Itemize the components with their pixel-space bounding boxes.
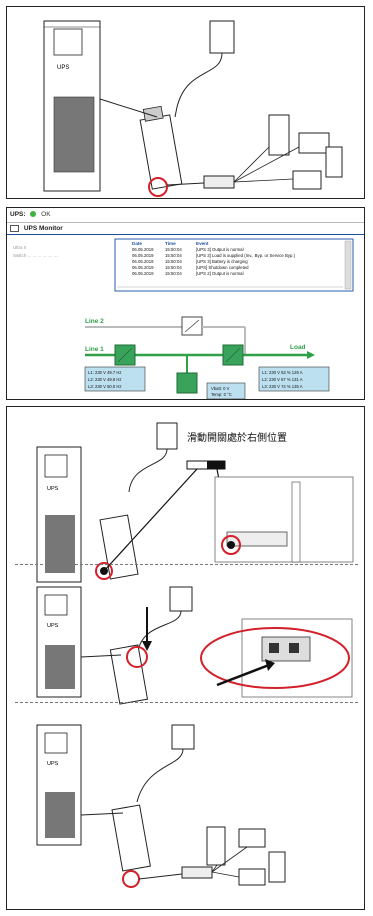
input-readings-box: L1: 230 V 49.7 Hz L2: 230 V 49.8 Hz L3: 23… xyxy=(84,366,146,392)
ups-cabinet: UPS xyxy=(36,724,82,846)
step-divider xyxy=(15,702,358,703)
ups-monitor-header[interactable]: UPS Monitor xyxy=(7,223,364,235)
step-divider xyxy=(15,564,358,565)
network-card-module xyxy=(99,514,139,580)
event-log-rows: 06.05.2019 15:50:04 [UPS 3] Output is norm… xyxy=(132,247,296,276)
side-text-line: Ultra II xyxy=(13,245,26,250)
input-reading: L1: 230 V 49.7 Hz xyxy=(88,370,122,375)
load-label: Load xyxy=(290,344,306,351)
output-reading: L2: 230 V 67 % 131 A xyxy=(262,377,303,382)
ups-monitor-title: UPS Monitor xyxy=(23,225,63,232)
computer-workstations xyxy=(233,114,343,190)
switch-highlight-circle xyxy=(95,562,113,580)
event-log-header: Date Time Event xyxy=(132,241,209,246)
side-text: Ultra II Switch ... ... ... ... .... .... xyxy=(13,245,59,258)
network-card-module xyxy=(80,804,151,872)
output-reading: L3: 230 V 74 % 135 A xyxy=(262,384,303,389)
network-switch xyxy=(138,866,213,880)
event-log-table[interactable]: Date Time Event 06.05.2019 15:50:04 [UPS 3] … xyxy=(114,238,354,292)
status-ok-icon xyxy=(30,211,37,218)
power-adapter xyxy=(136,724,195,803)
slot-highlight-circle xyxy=(221,535,241,555)
monitor-icon xyxy=(10,224,19,232)
event-log-cell: 15:50:04 xyxy=(165,253,182,258)
event-log-cell: [UPS 2] Output is normal xyxy=(196,271,244,276)
battery-reading: Vbatt: 0 V xyxy=(211,386,230,391)
input-reading: L2: 230 V 49.8 Hz xyxy=(88,377,122,382)
ups-cabinet: UPS xyxy=(36,586,82,698)
event-log-cell: 15:50:04 xyxy=(165,247,182,252)
event-log-cell: 06.05.2019 xyxy=(132,259,154,264)
computer-workstations xyxy=(206,826,286,886)
ups-monitor-screenshot: UPS: OK UPS Monitor Ultra II Switch ... .… xyxy=(6,207,365,400)
connection-diagram-panel: UPS xyxy=(6,6,365,199)
input-reading: L3: 230 V 50.0 Hz xyxy=(88,384,122,389)
event-log-cell: [UPS 3] Output is normal xyxy=(196,247,244,252)
adapter-highlight-circle xyxy=(126,646,148,668)
slide-switch-icon xyxy=(186,460,226,470)
ups-slot-closeup xyxy=(214,476,354,563)
event-log-column-header: Event xyxy=(196,241,209,246)
ups-label: UPS xyxy=(47,486,59,492)
event-log-cell: 15:50:04 xyxy=(165,259,182,264)
event-log-cell: [UPS 3] Battery is charging xyxy=(196,259,248,264)
event-log-cell: 15:50:04 xyxy=(165,271,182,276)
event-log-scrollbar[interactable] xyxy=(344,240,352,290)
event-log-cell: [UPS] Shutdown completed xyxy=(196,265,249,270)
ups-cabinet: UPS xyxy=(43,20,101,192)
connection-diagram: UPS xyxy=(43,20,343,197)
power-adapter xyxy=(138,586,193,648)
ups-label: UPS xyxy=(47,623,59,629)
line2-label: Line 2 xyxy=(85,318,104,325)
event-log-cell: 06.05.2019 xyxy=(132,253,154,258)
ups-label: UPS xyxy=(47,761,59,767)
battery-block xyxy=(176,372,198,394)
ups-cabinet: UPS xyxy=(36,446,82,583)
right-arrow-icon xyxy=(265,659,275,671)
status-label: UPS: xyxy=(10,211,26,218)
power-adapter xyxy=(128,422,178,493)
line1-label: Line 1 xyxy=(85,346,104,353)
output-readings-box: L1: 230 V 53 % 126 A L2: 230 V 67 % 131 A… xyxy=(258,366,330,392)
side-text-line: Switch ... ... ... ... .... .... xyxy=(13,253,59,258)
network-card-module xyxy=(80,644,149,705)
ups-monitor-content: Ultra II Switch ... ... ... ... .... ....… xyxy=(13,238,354,400)
network-card-module xyxy=(99,98,183,190)
port-highlight-circle xyxy=(122,870,140,888)
event-log-cell: [UPS 3] Load is supplied (Inv., Byp. or … xyxy=(196,253,296,258)
output-reading: L1: 230 V 53 % 126 A xyxy=(262,370,303,375)
down-arrow-icon xyxy=(142,641,152,651)
event-log-cell: 15:50:04 xyxy=(165,265,182,270)
instruction-text: 滑動開關處於右側位置 xyxy=(187,431,287,444)
event-log-cell: 06.05.2019 xyxy=(132,271,154,276)
ups-port-closeup xyxy=(241,618,353,698)
status-value: OK xyxy=(41,211,51,218)
event-log-column-header: Date xyxy=(132,241,142,246)
event-log-cell: 06.05.2019 xyxy=(132,265,154,270)
installation-steps-panel: 滑動開關處於右側位置 UPS xyxy=(6,406,365,910)
ups-label: UPS xyxy=(57,65,69,71)
event-log-cell: 06.05.2019 xyxy=(132,247,154,252)
event-log-column-header: Time xyxy=(165,241,176,246)
ups-status-bar: UPS: OK xyxy=(7,208,364,223)
port-highlight-circle xyxy=(148,177,168,197)
installation-steps-illustration: 滑動開關處於右側位置 UPS xyxy=(36,422,354,888)
port-highlight-ellipse xyxy=(200,627,350,689)
battery-reading: Temp: 0 °C xyxy=(211,392,232,397)
power-adapter xyxy=(174,20,235,118)
